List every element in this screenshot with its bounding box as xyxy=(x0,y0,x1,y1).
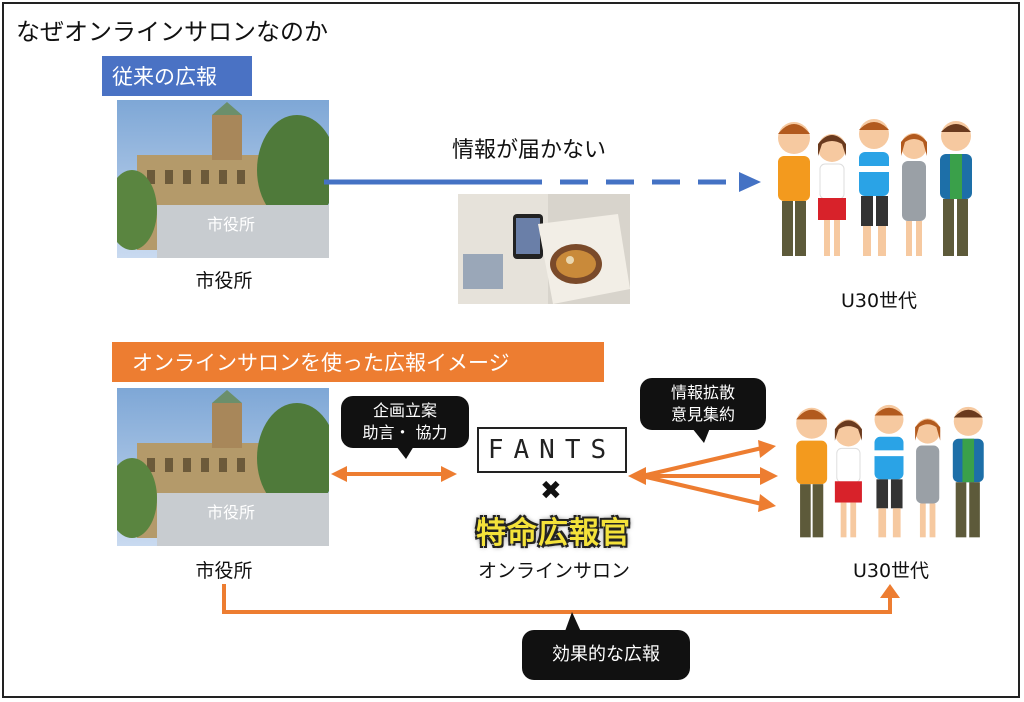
effective-pr-connector xyxy=(222,584,900,614)
svg-text:市役所: 市役所 xyxy=(207,215,255,234)
banner-traditional-pr-label: 従来の広報 xyxy=(112,65,217,89)
city-hall-label-2: 市役所 xyxy=(195,560,253,582)
city-hall-photo: 市役所 xyxy=(117,100,329,258)
cross-mark: ✖ xyxy=(540,476,562,506)
bubble-left-tail xyxy=(396,446,414,459)
person-3 xyxy=(859,119,889,256)
fants-logo: FANTS xyxy=(477,427,627,473)
person-1b xyxy=(796,407,828,538)
u30-label-1: U30世代 xyxy=(840,290,918,312)
bubble-right-tail xyxy=(692,428,710,443)
banner-online-salon-pr-label: オンラインサロンを使った広報イメージ xyxy=(132,351,510,375)
bubble-planning-cooperation: 企画立案 助言・ 協力 xyxy=(341,396,469,448)
person-3b xyxy=(874,404,904,538)
u30-people-illustration-2 xyxy=(796,404,984,538)
bubble-spread-opinions: 情報拡散 意見集約 xyxy=(640,378,766,430)
u30-label-2: U30世代 xyxy=(852,560,930,582)
bubble-effective-pr: 効果的な広報 xyxy=(522,630,690,680)
newspaper-photo xyxy=(458,194,630,304)
banner-traditional-pr: 従来の広報 xyxy=(102,56,252,96)
traditional-flow-arrow xyxy=(324,172,761,192)
bubble-planning-line2: 助言・ 協力 xyxy=(362,423,448,442)
newspaper-image xyxy=(458,194,630,304)
person-5b xyxy=(952,406,984,538)
city-hall-photo-2: 市役所 xyxy=(117,388,329,546)
bidirectional-arrow-city-salon xyxy=(331,466,457,482)
bubble-spread-line1: 情報拡散 xyxy=(670,383,735,402)
tokumei-pr-logo: 特命広報官 xyxy=(476,516,631,551)
person-4b xyxy=(915,418,941,538)
city-hall-image: 市役所 xyxy=(117,100,329,258)
bubble-effective-pr-label: 効果的な広報 xyxy=(552,644,660,665)
bottom-bubble-tail xyxy=(564,612,582,634)
person-1 xyxy=(778,122,810,256)
svg-text:市役所: 市役所 xyxy=(207,503,255,522)
person-4 xyxy=(901,133,927,256)
arrow-label-not-reaching: 情報が届かない xyxy=(452,138,607,163)
fants-logo-text: FANTS xyxy=(487,435,617,465)
person-2b xyxy=(834,419,862,538)
online-salon-label: オンラインサロン xyxy=(477,560,630,582)
u30-people-illustration xyxy=(778,119,972,256)
bubble-spread-line2: 意見集約 xyxy=(670,405,735,424)
bubble-planning-line1: 企画立案 xyxy=(372,401,437,420)
city-hall-label: 市役所 xyxy=(195,270,253,292)
person-2 xyxy=(818,134,846,256)
banner-online-salon-pr: オンラインサロンを使った広報イメージ xyxy=(112,342,604,382)
page-title: なぜオンラインサロンなのか xyxy=(16,18,328,46)
city-hall-image-2: 市役所 xyxy=(117,388,329,546)
person-5 xyxy=(940,121,972,256)
fan-arrows-salon-people xyxy=(628,440,778,512)
